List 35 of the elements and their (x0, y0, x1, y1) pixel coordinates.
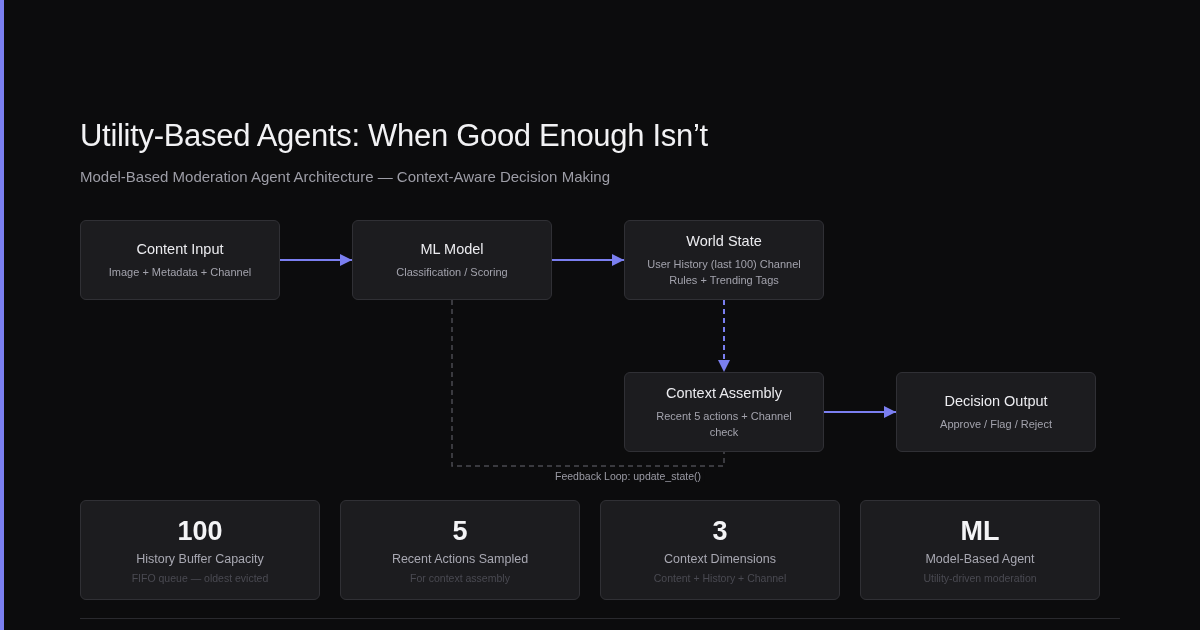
stat-value: 100 (177, 516, 223, 546)
box-heading: Content Input (136, 240, 224, 257)
title: Utility-Based Agents: When Good Enough Isn’t (80, 118, 708, 154)
box-description: User History (last 100) Channel Rules + Trending Tags (646, 256, 802, 288)
stat-value: 5 (452, 516, 468, 546)
arrow (551, 254, 625, 266)
arrow (823, 406, 897, 418)
stat-label: History Buffer Capacity (136, 552, 264, 566)
arrow (279, 254, 353, 266)
box-description: Classification / Scoring (396, 264, 508, 280)
connector-line (451, 299, 725, 467)
arrow (718, 299, 730, 373)
process-box (352, 220, 552, 300)
stat-value: 3 (712, 516, 728, 546)
stat-value: ML (960, 516, 1000, 546)
process-box (80, 220, 280, 300)
box-description: Image + Metadata + Channel (108, 264, 252, 280)
box-heading: Context Assembly (665, 384, 783, 401)
process-box (624, 220, 824, 300)
stat-label: Context Dimensions (664, 552, 776, 566)
subtitle: Model-Based Moderation Agent Architecture — Context-Aware Decision Making (80, 168, 610, 185)
process-box (896, 372, 1096, 452)
box-description: Approve / Flag / Reject (940, 416, 1052, 432)
stat-card (600, 500, 840, 600)
edge-label: Feedback Loop: update_state() (552, 470, 704, 482)
stat-label: Model-Based Agent (925, 552, 1035, 566)
box-heading: World State (686, 232, 762, 249)
stat-card (340, 500, 580, 600)
box-heading: ML Model (420, 240, 484, 257)
stat-label: Recent Actions Sampled (391, 552, 529, 566)
stat-card (80, 500, 320, 600)
process-box (624, 372, 824, 452)
box-heading: Decision Output (944, 392, 1048, 409)
box-description: Recent 5 actions + Channel check (655, 408, 793, 440)
stat-card (860, 500, 1100, 600)
